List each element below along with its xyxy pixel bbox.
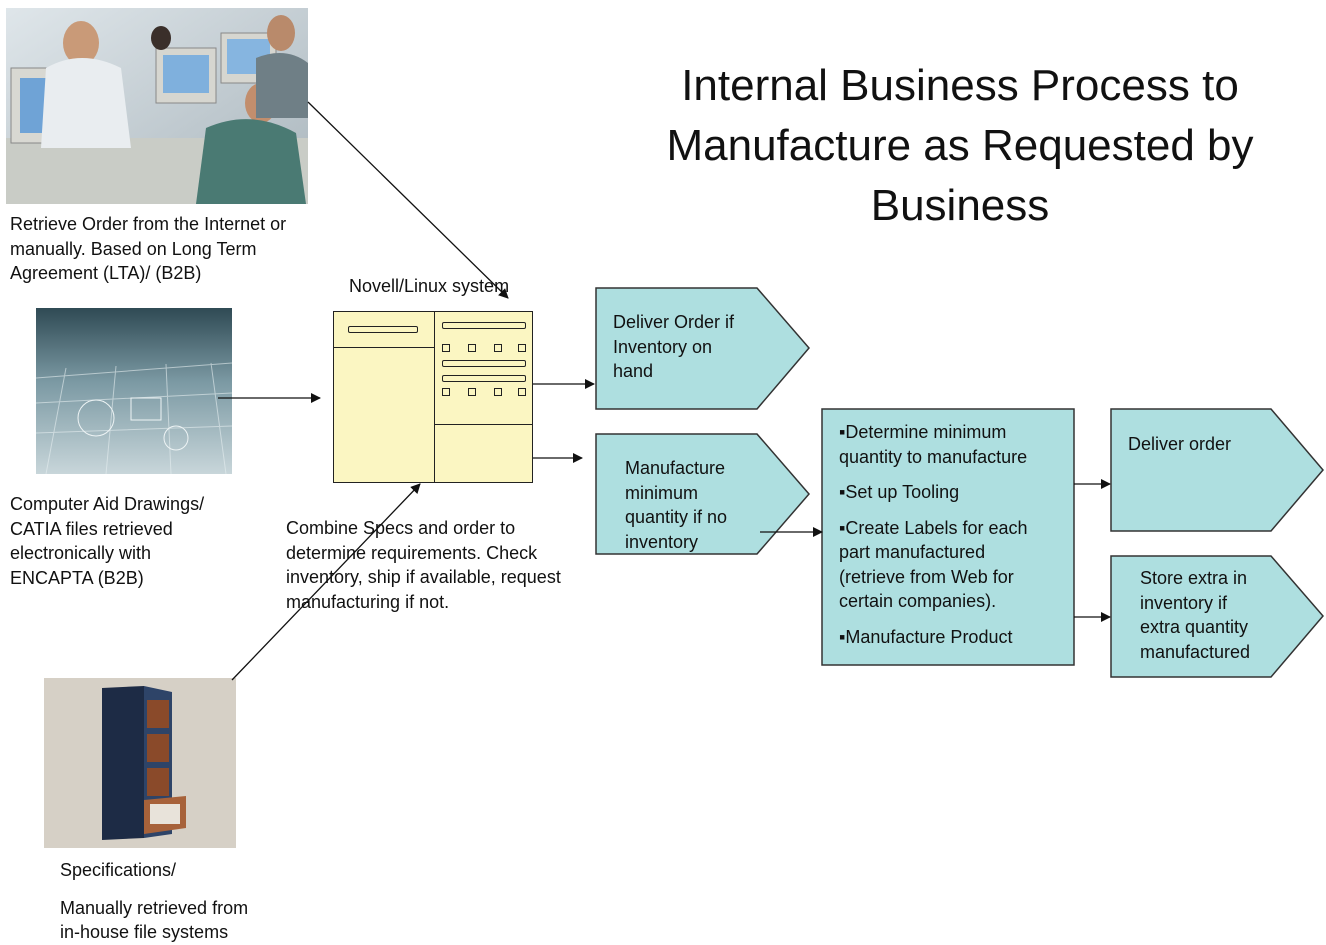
manufacture-minimum-text: Manufacture minimum quantity if no inven… [625,456,727,554]
title-line-3: Business [870,181,1050,230]
caption-line: Computer Aid Drawings/ [10,494,205,514]
caption-line: ENCAPTA (B2B) [10,567,144,588]
step-line: Deliver Order if [613,312,735,332]
task-item: quantity to manufacture [839,446,1028,467]
drawings-source-caption: Computer Aid Drawings/ CATIA files retri… [10,492,204,590]
caption-line: Retrieve Order from the Internet or [10,214,287,234]
step-line: extra quantity [1140,617,1249,637]
description-line: manufacturing if not. [286,591,450,612]
task-item: ▪Determine minimum [839,422,1007,442]
task-item: part manufactured [839,542,986,562]
task-item: ▪Manufacture Product [839,626,1013,647]
arrow-specs-to-system [231,483,421,681]
caption-line: manually. Based on Long Term [10,238,257,259]
chevron-manufacture-minimum [595,433,810,555]
caption-line: Specifications/ [60,860,177,880]
step-line: Inventory on [613,336,713,357]
step-line: hand [613,361,654,381]
manufacturing-tasks-box [821,408,1075,666]
arrow-order-to-system [307,101,509,299]
task-item: certain companies). [839,591,997,611]
task-item: (retrieve from Web for [839,566,1014,587]
caption-line: Manually retrieved from [60,897,249,918]
step-line: inventory [625,531,699,552]
caption-line: Agreement (LTA)/ (B2B) [10,263,202,283]
filing-cabinet-image [44,678,236,848]
step-line: Store extra in [1140,568,1248,588]
deliver-order-text: Deliver order [1128,432,1231,457]
title-line-2: Manufacture as Requested by [666,121,1254,170]
office-workers-photo [6,8,308,204]
diagram-title: Internal Business Process to Manufacture… [600,56,1320,236]
task-item: ▪Set up Tooling [839,482,960,502]
chevron-deliver-order [1110,408,1324,532]
server-rack-icon [333,311,533,483]
specs-source-caption: Specifications/ Manually retrieved from … [60,858,248,945]
engineering-drawings-photo [36,308,232,474]
deliver-if-inventory-text: Deliver Order if Inventory on hand [613,310,734,384]
caption-line: CATIA files retrieved [10,518,173,539]
description-line: inventory, ship if available, request [286,567,561,587]
chevron-store-extra [1110,555,1324,678]
step-line: quantity if no [625,507,728,527]
step-line: manufactured [1140,641,1251,662]
store-extra-text: Store extra in inventory if extra quanti… [1140,566,1250,664]
manufacturing-tasks-list: ▪Determine minimum quantity to manufactu… [839,420,1028,649]
step-line: inventory if [1140,592,1228,613]
step-line: Manufacture [625,458,726,478]
step-line: Deliver order [1128,434,1232,454]
caption-line: in-house file systems [60,922,229,942]
chevron-deliver-if-inventory [595,287,810,410]
system-label: Novell/Linux system [349,276,510,296]
caption-line: electronically with [10,543,152,563]
step-line: minimum [625,482,699,503]
description-line: Combine Specs and order to [286,518,516,538]
task-item: ▪Create Labels for each [839,517,1028,538]
title-line-1: Internal Business Process to [681,61,1239,110]
order-source-caption: Retrieve Order from the Internet or manu… [10,212,286,286]
